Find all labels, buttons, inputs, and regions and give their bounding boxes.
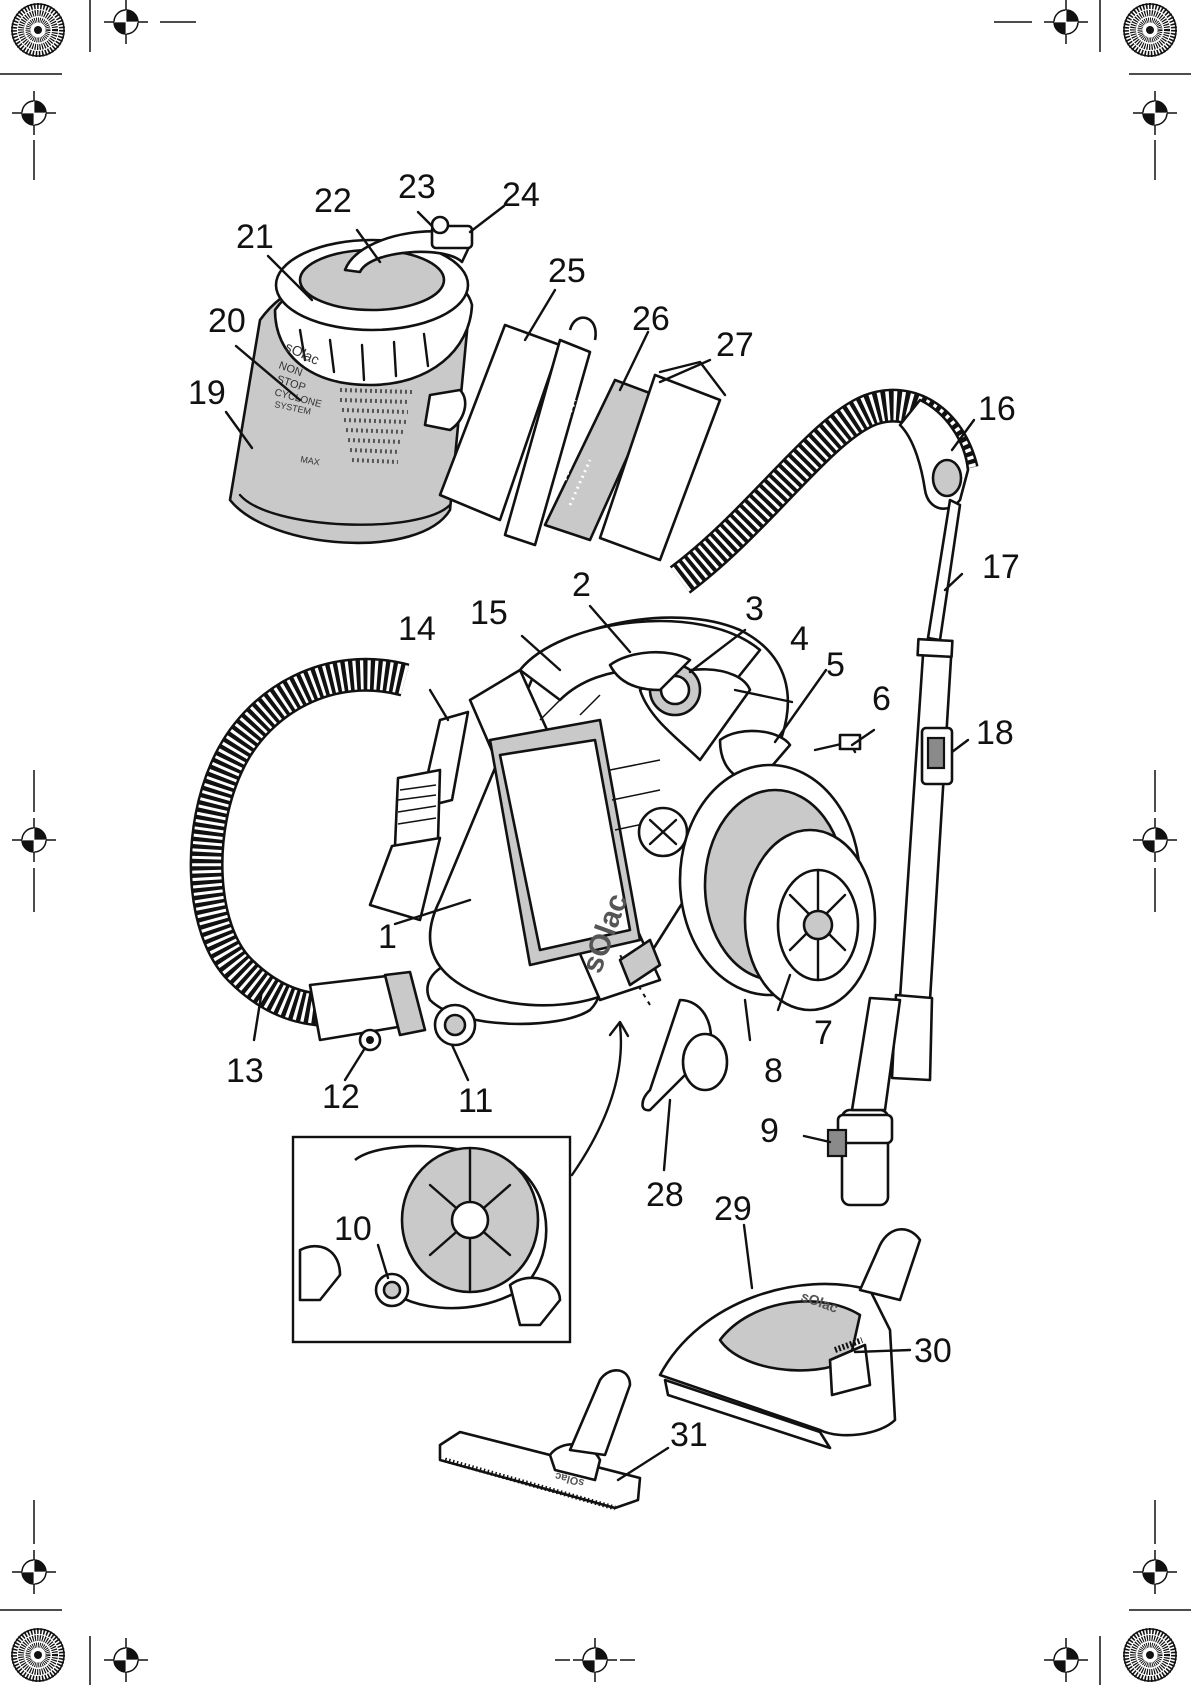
callout-17: 17 bbox=[982, 548, 1020, 586]
registration-mark-icon bbox=[104, 1638, 148, 1682]
registration-mark-icon bbox=[12, 91, 56, 135]
registration-mark-icon bbox=[104, 0, 148, 44]
callout-19: 19 bbox=[188, 374, 226, 412]
callout-18: 18 bbox=[976, 714, 1014, 752]
callout-21: 21 bbox=[236, 218, 274, 256]
callout-5: 5 bbox=[826, 646, 845, 684]
callout-16: 16 bbox=[978, 390, 1016, 428]
registration-mark-icon bbox=[1133, 818, 1177, 862]
registration-mark-icon bbox=[1044, 0, 1088, 44]
color-bar-starburst-icon bbox=[1124, 1629, 1176, 1681]
registration-mark-icon bbox=[1133, 1550, 1177, 1594]
inset-pointer-arrow bbox=[572, 1025, 621, 1175]
callout-27: 27 bbox=[716, 326, 754, 364]
color-bar-starburst-icon bbox=[1124, 4, 1176, 56]
callout-9: 9 bbox=[760, 1112, 779, 1150]
registration-mark-icon bbox=[12, 1550, 56, 1594]
filter-assembly bbox=[440, 318, 725, 560]
callout-15: 15 bbox=[470, 594, 508, 632]
callout-31: 31 bbox=[670, 1416, 708, 1454]
callout-3: 3 bbox=[745, 590, 764, 628]
registration-mark-icon bbox=[12, 818, 56, 862]
callout-13: 13 bbox=[226, 1052, 264, 1090]
callout-12: 12 bbox=[322, 1078, 360, 1116]
callout-29: 29 bbox=[714, 1190, 752, 1228]
parquet-brush: sOlac bbox=[440, 1370, 640, 1508]
callout-6: 6 bbox=[872, 680, 891, 718]
callout-8: 8 bbox=[764, 1052, 783, 1090]
callout-23: 23 bbox=[398, 168, 436, 206]
callout-10: 10 bbox=[334, 1210, 372, 1248]
exhaust-filter bbox=[680, 765, 875, 1010]
callout-30: 30 bbox=[914, 1332, 952, 1370]
callout-7: 7 bbox=[814, 1014, 833, 1052]
callout-22: 22 bbox=[314, 182, 352, 220]
callout-28: 28 bbox=[646, 1176, 684, 1214]
cyclone-bin: sOlac NON STOP CYCLONE SYSTEM MAX bbox=[230, 217, 472, 543]
registration-mark-icon bbox=[573, 1638, 617, 1682]
callout-4: 4 bbox=[790, 620, 809, 658]
callout-20: 20 bbox=[208, 302, 246, 340]
callout-2: 2 bbox=[572, 566, 591, 604]
callout-26: 26 bbox=[632, 300, 670, 338]
callout-24: 24 bbox=[502, 176, 540, 214]
color-bar-starburst-icon bbox=[12, 4, 64, 56]
registration-mark-icon bbox=[1133, 91, 1177, 135]
color-bar-starburst-icon bbox=[12, 1629, 64, 1681]
registration-mark-icon bbox=[1044, 1638, 1088, 1682]
callout-25: 25 bbox=[548, 252, 586, 290]
callout-1: 1 bbox=[378, 918, 397, 956]
callout-11: 11 bbox=[458, 1082, 493, 1120]
hose-upper bbox=[680, 400, 968, 580]
callout-14: 14 bbox=[398, 610, 436, 648]
